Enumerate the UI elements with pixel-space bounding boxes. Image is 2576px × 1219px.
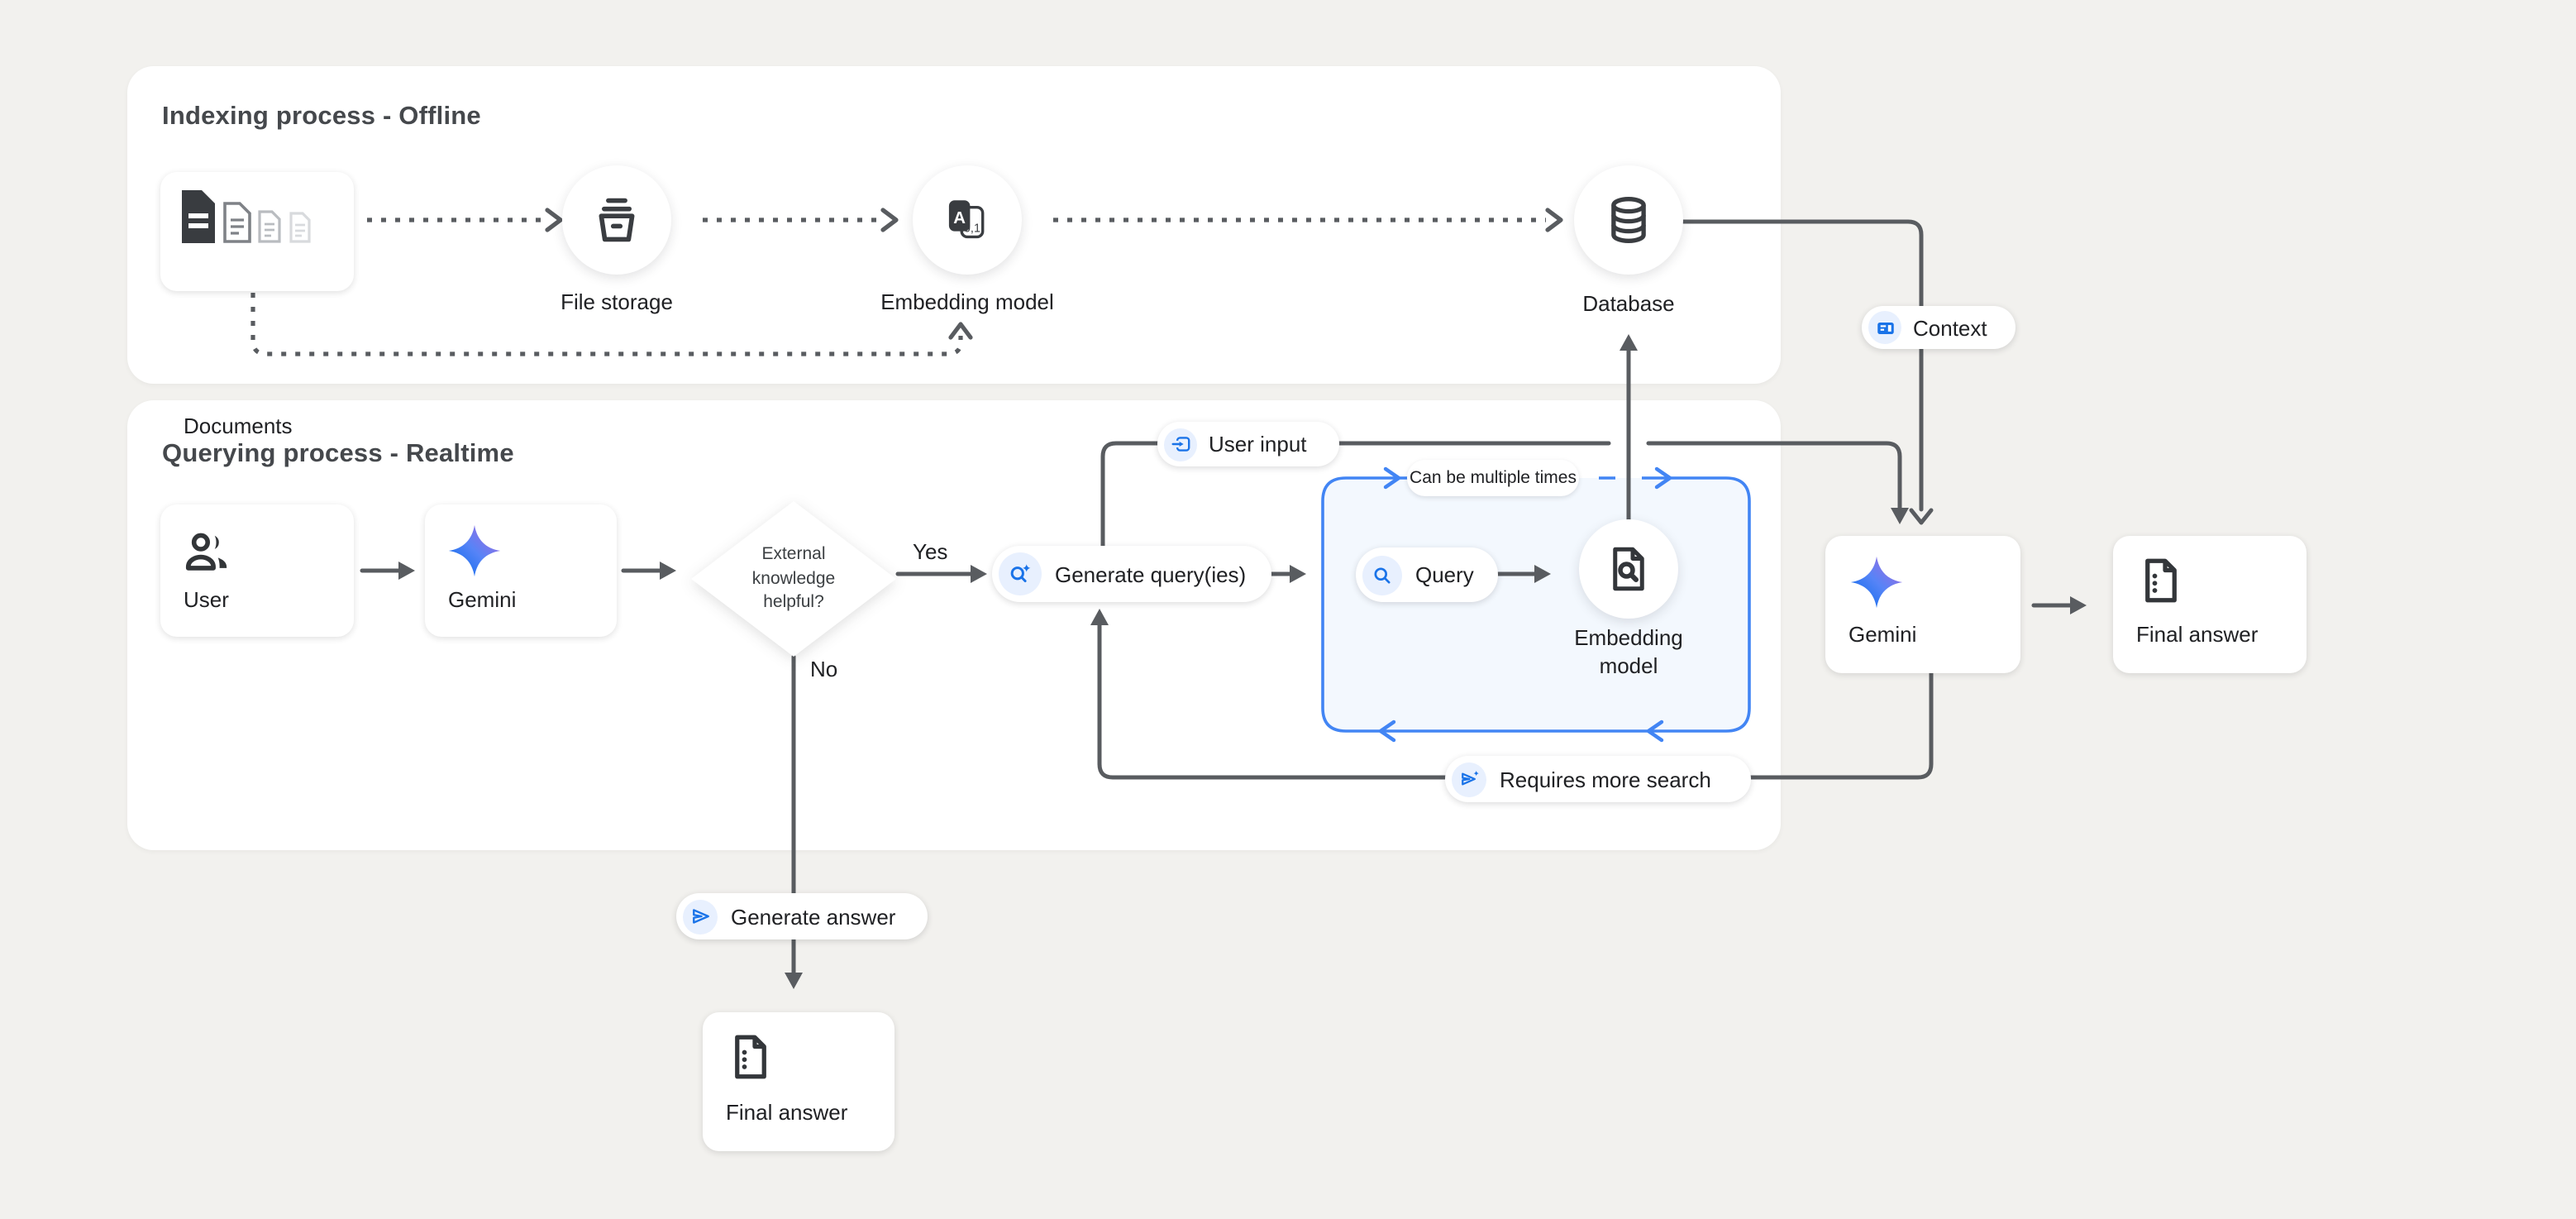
loop-note-pill: Can be multiple times <box>1407 460 1579 496</box>
final-answer-bottom-label: Final answer <box>726 1100 848 1125</box>
embedding-model-query-label-1: Embedding <box>1574 625 1683 650</box>
user-input-chip <box>1164 428 1197 461</box>
gemini-icon <box>448 524 501 577</box>
context-badge: Context <box>1862 306 2015 349</box>
input-icon <box>1171 437 1190 452</box>
indexing-panel-title: Indexing process - Offline <box>162 103 481 131</box>
context-icon <box>1877 321 1893 334</box>
final-answer-right-node: Final answer <box>2113 536 2306 673</box>
user-input-label: User input <box>1209 432 1307 457</box>
send-icon <box>692 909 708 924</box>
query-pill: Query <box>1356 547 1498 602</box>
context-label: Context <box>1913 315 1987 340</box>
generate-query-label: Generate query(ies) <box>1055 562 1247 586</box>
embedding-model-icon: 0,1 A <box>948 200 985 239</box>
query-label: Query <box>1415 562 1474 587</box>
file-storage-label: File storage <box>561 289 673 314</box>
decision-external-knowledge: External knowledge helpful? <box>691 501 896 657</box>
user-label: User <box>184 587 229 612</box>
database-label: Database <box>1582 291 1675 316</box>
gemini-label: Gemini <box>448 587 517 612</box>
requires-more-search-label: Requires more search <box>1500 767 1711 791</box>
svg-text:A: A <box>953 209 966 227</box>
documents-label: Documents <box>184 414 293 438</box>
requires-more-search-badge: Requires more search <box>1445 756 1751 802</box>
embedding-model-query-node <box>1579 519 1678 619</box>
user-icon <box>185 533 227 571</box>
gemini-answer-node: Gemini <box>1825 536 2020 673</box>
embedding-model-label: Embedding model <box>880 289 1054 314</box>
query-chip <box>1362 555 1402 595</box>
generate-answer-chip <box>683 899 718 934</box>
final-answer-bottom-node: Final answer <box>703 1012 894 1151</box>
requires-more-search-chip <box>1452 762 1486 796</box>
no-label: No <box>810 657 838 681</box>
database-icon <box>1611 197 1646 244</box>
search-icon <box>1374 566 1391 583</box>
decision-line-3: helpful? <box>763 592 824 613</box>
document-search-icon <box>1613 547 1644 591</box>
user-node: User <box>160 504 354 637</box>
final-answer-doc-icon <box>2145 558 2177 603</box>
querying-panel-title: Querying process - Realtime <box>162 440 514 468</box>
gemini-icon <box>1850 556 1903 609</box>
documents-stack-icon <box>182 190 311 243</box>
embedding-model-node: 0,1 A <box>913 165 1022 275</box>
search-sparkle-icon <box>1010 564 1031 582</box>
user-input-badge: User input <box>1157 422 1339 466</box>
context-chip <box>1868 311 1901 344</box>
generate-answer-badge: Generate answer <box>676 893 928 939</box>
yes-label: Yes <box>913 539 948 564</box>
send-sparkle-icon <box>1461 770 1478 786</box>
file-storage-node <box>562 165 671 275</box>
generate-query-pill: Generate query(ies) <box>992 546 1271 602</box>
documents-node: Documents <box>160 172 354 438</box>
embedding-model-query-label-2: model <box>1599 653 1658 678</box>
final-answer-right-label: Final answer <box>2136 622 2259 647</box>
generate-query-chip <box>999 552 1042 595</box>
generate-answer-label: Generate answer <box>731 904 896 929</box>
database-node <box>1574 165 1683 275</box>
gemini-answer-label: Gemini <box>1849 622 1917 647</box>
gemini-node: Gemini <box>425 504 617 637</box>
final-answer-doc-icon <box>735 1035 766 1079</box>
decision-line-1: External <box>761 544 826 565</box>
retrieval-loop-box <box>1323 478 1749 731</box>
file-storage-icon <box>599 198 635 242</box>
decision-line-2: knowledge <box>751 568 836 589</box>
